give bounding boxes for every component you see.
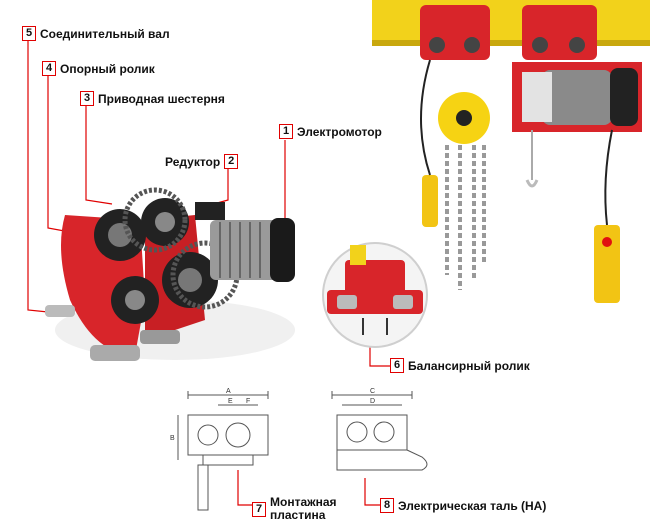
callout-1-label: Электромотор [297, 124, 382, 139]
hoist-photo [372, 0, 650, 303]
callout-4-label: Опорный ролик [60, 61, 155, 76]
callout-1: 1 Электромотор [279, 124, 382, 139]
callout-2-label: Редуктор [165, 154, 221, 169]
callout-4: 4 Опорный ролик [42, 61, 155, 76]
callout-3-label: Приводная шестерня [98, 91, 225, 106]
callout-5-label: Соединительный вал [40, 26, 170, 41]
callout-2: Редуктор 2 [165, 154, 239, 169]
drawing-letter-c: C [370, 388, 375, 395]
callout-5-number: 5 [22, 26, 36, 41]
drawing-letter-b: B [170, 435, 175, 442]
callout-1-number: 1 [279, 124, 293, 139]
callout-3-number: 3 [80, 91, 94, 106]
callout-8-number: 8 [380, 498, 394, 513]
drawing-letter-d: D [370, 398, 375, 405]
callout-8-label: Электрическая таль (НА) [398, 498, 547, 513]
drawing-side-view: A E F B [170, 388, 269, 511]
callout-7-number: 7 [252, 501, 266, 517]
callout-7-label-line2: пластина [270, 508, 326, 522]
callout-5: 5 Соединительный вал [22, 26, 170, 41]
callout-6: 6 Балансирный ролик [390, 358, 530, 373]
balance-roller-inset [322, 242, 428, 348]
drawing-front-view: C D [331, 388, 428, 471]
callout-7-label-line1: Монтажная [270, 495, 337, 509]
callout-6-label: Балансирный ролик [408, 358, 530, 373]
callout-7-label: Монтажная пластина [270, 496, 337, 522]
callout-7: 7 Монтажная пластина [252, 496, 337, 522]
trolley-photo [45, 187, 295, 361]
callout-2-number: 2 [224, 154, 239, 169]
drawing-letter-f: F [246, 398, 250, 405]
drawing-letter-e: E [228, 398, 233, 405]
callout-4-number: 4 [42, 61, 56, 76]
drawing-letter-a: A [226, 388, 231, 395]
callout-3: 3 Приводная шестерня [80, 91, 225, 106]
callout-8: 8 Электрическая таль (НА) [380, 498, 546, 513]
callout-6-number: 6 [390, 358, 404, 373]
